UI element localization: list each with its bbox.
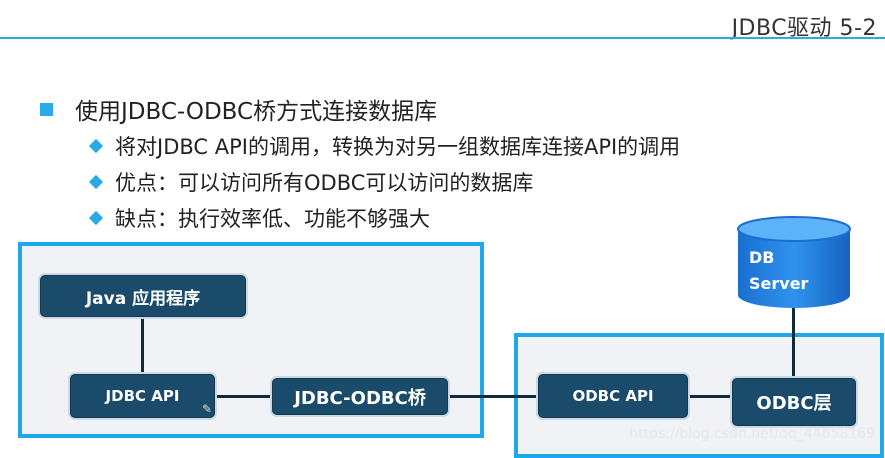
diamond-bullet-icon [88, 138, 104, 154]
db-server-cylinder: DB Server [735, 215, 853, 311]
connector-java-to-jdbcapi [141, 316, 144, 376]
sub-bullet-text: 缺点：执行效率低、功能不够强大 [115, 207, 430, 231]
connector-odbclayer-to-db [792, 292, 795, 380]
main-bullet-text: 使用JDBC-ODBC桥方式连接数据库 [75, 99, 438, 125]
db-label-line1: DB [749, 248, 775, 267]
odbc-api-box: ODBC API [538, 374, 688, 418]
diamond-bullet-icon [88, 210, 104, 226]
connector-jdbcapi-to-bridge [210, 395, 276, 398]
sub-bullet-text: 优点：可以访问所有ODBC可以访问的数据库 [115, 171, 534, 195]
diamond-bullet-icon [88, 174, 104, 190]
java-app-box: Java 应用程序 [40, 275, 246, 317]
sub-bullet: 缺点：执行效率低、功能不够强大 [88, 200, 680, 236]
sub-bullet-text: 将对JDBC API的调用，转换为对另一组数据库连接API的调用 [115, 135, 681, 159]
sub-bullet: 将对JDBC API的调用，转换为对另一组数据库连接API的调用 [88, 128, 680, 164]
jdbc-odbc-bridge-label: JDBC-ODBC桥 [294, 387, 426, 409]
square-bullet-icon [40, 102, 53, 116]
jdbc-api-label: JDBC API [105, 387, 180, 405]
database-icon [737, 216, 851, 308]
odbc-layer-box: ODBC层 [732, 378, 856, 426]
main-bullet: 使用JDBC-ODBC桥方式连接数据库 [40, 92, 437, 126]
db-label-line2: Server [749, 274, 809, 293]
sub-bullet-list: 将对JDBC API的调用，转换为对另一组数据库连接API的调用 优点：可以访问… [88, 128, 680, 236]
watermark-text: https://blog.csdn.net/qq_44658169 [629, 426, 875, 442]
connector-odbcapi-to-odbclayer [685, 395, 735, 398]
pencil-icon: ✎ [201, 402, 212, 416]
jdbc-odbc-bridge-box: JDBC-ODBC桥 [272, 378, 448, 415]
slide-header-title: JDBC驱动 5-2 [731, 16, 877, 41]
java-app-label: Java 应用程序 [85, 288, 201, 309]
sub-bullet: 优点：可以访问所有ODBC可以访问的数据库 [88, 164, 680, 200]
odbc-layer-label: ODBC层 [756, 393, 832, 414]
connector-bridge-to-odbcapi [444, 395, 542, 398]
odbc-api-label: ODBC API [572, 387, 654, 405]
jdbc-api-box: JDBC API ✎ [70, 374, 215, 418]
header-divider [0, 37, 885, 39]
